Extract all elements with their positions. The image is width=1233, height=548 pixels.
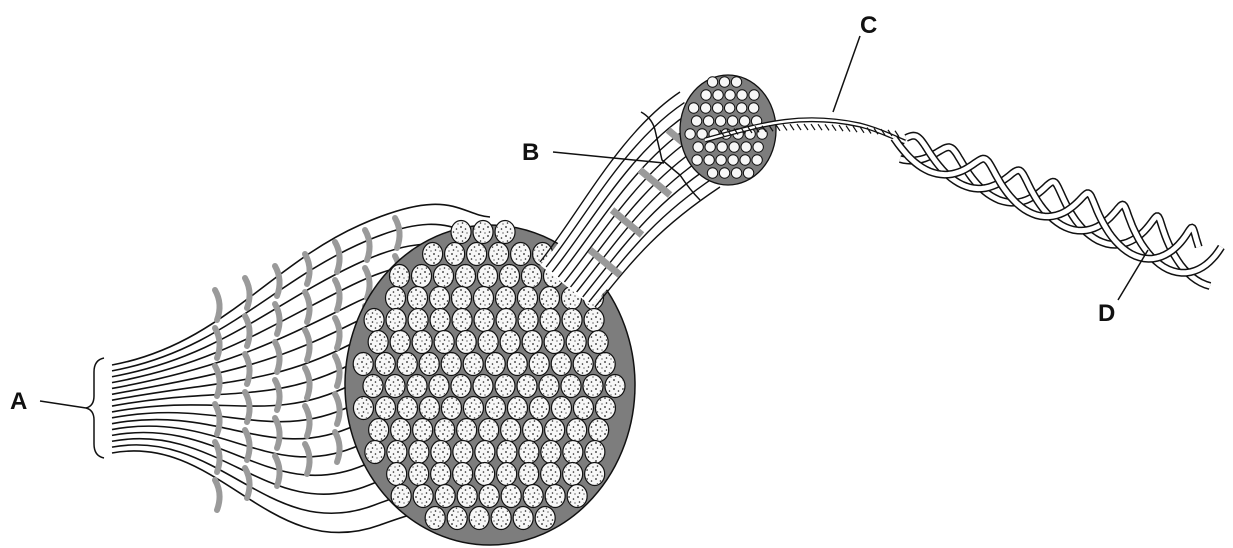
bundle-cell (707, 77, 717, 87)
label-a: A (10, 390, 27, 414)
leader-a (40, 401, 86, 408)
bundle-cell (704, 155, 714, 165)
bundle-cell (701, 90, 711, 100)
bundle-cell (707, 168, 717, 178)
bundle-cell (736, 103, 746, 113)
bundle-cell (715, 116, 725, 126)
bundle-cell (719, 168, 729, 178)
bundle-cell (692, 155, 702, 165)
striation (245, 468, 250, 498)
striation (335, 242, 340, 272)
bundle-cell (728, 155, 738, 165)
bundle-cell (691, 116, 701, 126)
bundle-cell (743, 168, 753, 178)
bundle-cell (700, 103, 710, 113)
bundle-cell (719, 77, 729, 87)
leader-c (833, 36, 860, 112)
bundle-cell (752, 155, 762, 165)
striation (215, 480, 220, 510)
bundle-cell (737, 90, 747, 100)
striation (305, 254, 310, 284)
bundle-cell (741, 142, 751, 152)
bracket-a (86, 358, 104, 458)
label-d: D (1098, 302, 1115, 326)
bundle-cell (693, 142, 703, 152)
striation (275, 266, 280, 296)
bundle-cell (713, 90, 723, 100)
bundle-cell (740, 155, 750, 165)
bundle-cell (703, 116, 713, 126)
bundle-cell (724, 103, 734, 113)
bundle-cell (725, 90, 735, 100)
bundle-cell (731, 168, 741, 178)
bundle-cell (731, 77, 741, 87)
label-c: C (860, 14, 877, 38)
bundle-cell (739, 116, 749, 126)
bundle-cell (729, 142, 739, 152)
bundle-cell (685, 129, 695, 139)
fibre-bundle (540, 75, 776, 307)
label-b: B (522, 141, 539, 165)
bundle-cell (717, 142, 727, 152)
striation (245, 278, 250, 308)
striation (215, 290, 220, 320)
bundle-cell (753, 142, 763, 152)
protein-filaments (894, 136, 1221, 286)
bundle-cell (727, 116, 737, 126)
bundle-cell (716, 155, 726, 165)
bundle-cell (688, 103, 698, 113)
bundle-cell (712, 103, 722, 113)
bundle-cell (749, 90, 759, 100)
filament-3 (894, 138, 1199, 259)
bundle-cell (705, 142, 715, 152)
bundle-cell (748, 103, 758, 113)
